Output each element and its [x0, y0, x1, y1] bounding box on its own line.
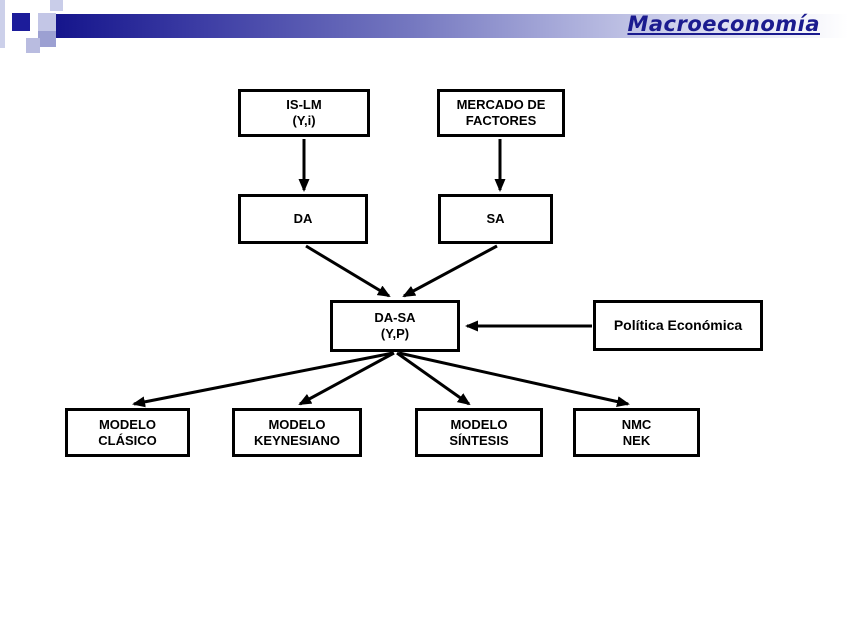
node-label-line: MODELO [450, 416, 508, 432]
node-label-line: NEK [622, 432, 651, 448]
node-label-line: (Y,P) [380, 326, 410, 341]
node-is-lm: IS-LM (Y,i) [238, 89, 370, 137]
node-modelo-clasico: MODELO CLÁSICO [65, 408, 190, 457]
header-gradient-bar [56, 14, 848, 38]
node-label-line: MODELO [98, 416, 157, 432]
node-da-sa: DA-SA (Y,P) [330, 300, 460, 352]
node-mercado-de-factores: MERCADO DE FACTORES [437, 89, 565, 137]
node-modelo-keynesiano: MODELO KEYNESIANO [232, 408, 362, 457]
node-label-line: CLÁSICO [98, 432, 157, 448]
arrow-da-to-dasa [305, 244, 391, 298]
node-sa: SA [438, 194, 553, 244]
slide-title: Macroeconomía [627, 12, 820, 36]
arrow-dasa-to-sintesis [396, 351, 471, 406]
node-nmc-nek: NMC NEK [573, 408, 700, 457]
arrow-dasa-to-clasico [132, 351, 394, 408]
node-label-line: SA [486, 211, 505, 227]
node-label-line: SÍNTESIS [449, 432, 509, 448]
node-label-line: FACTORES [465, 113, 537, 128]
arrow-dasa-to-keynesiano [298, 351, 395, 406]
node-label-line: Política Económica [613, 317, 743, 334]
node-label-line: DA-SA [374, 310, 416, 326]
node-label-line: KEYNESIANO [254, 432, 340, 448]
node-da: DA [238, 194, 368, 244]
node-label-line: NMC [621, 416, 652, 432]
deco-square-pale [38, 13, 56, 31]
node-politica-economica: Política Económica [593, 300, 763, 351]
node-label-line: IS-LM [286, 97, 322, 113]
deco-square-navy [12, 13, 30, 31]
deco-square-medium [38, 31, 56, 47]
node-label-line: DA [293, 211, 313, 227]
node-label-line: MERCADO DE [456, 97, 546, 113]
deco-square-top [50, 0, 63, 11]
deco-square-small [26, 38, 40, 53]
arrow-sa-to-dasa [402, 244, 498, 298]
node-label-line: MODELO [268, 416, 326, 432]
node-modelo-sintesis: MODELO SÍNTESIS [415, 408, 543, 457]
deco-left-bar [0, 0, 5, 48]
arrow-dasa-to-nmc [398, 351, 630, 407]
node-label-line: (Y,i) [292, 113, 316, 128]
